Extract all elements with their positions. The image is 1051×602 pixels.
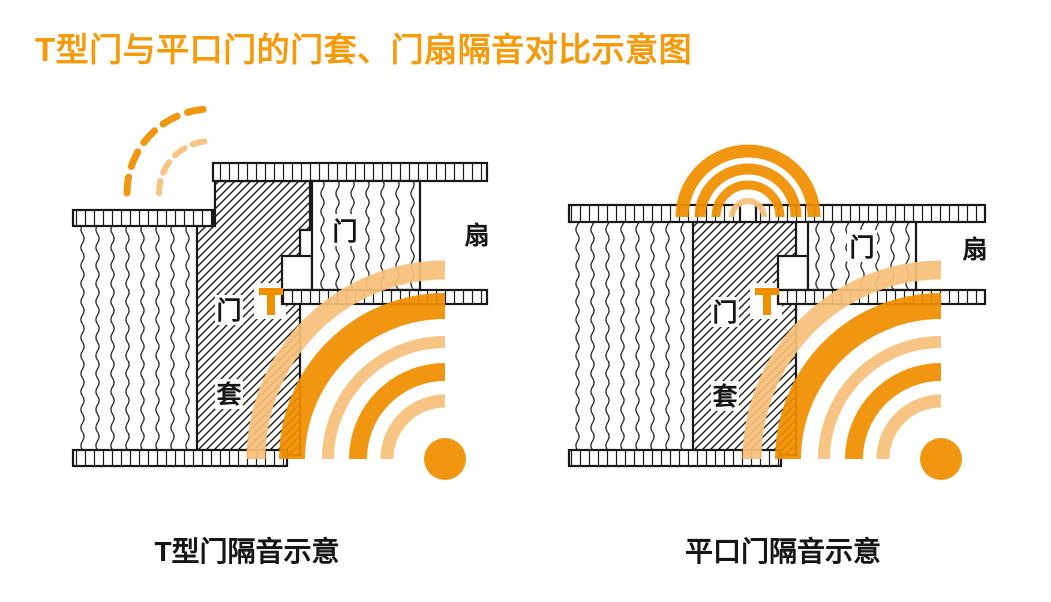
figure-labels: 门 扇 门 套 [711, 230, 988, 411]
sound-arc [246, 260, 446, 460]
label-box [847, 230, 877, 262]
transmitted-sound-arc [694, 163, 802, 218]
sound-waves [675, 144, 962, 480]
transmitted-sound-arc [729, 198, 767, 218]
t-door-figure: 门 扇 门 套 [71, 105, 490, 480]
door-leaf-step [776, 254, 810, 292]
label-box [215, 295, 243, 325]
sound-arc [349, 363, 446, 460]
page-title: T型门与平口门的门套、门扇隔音对比示意图 [35, 31, 693, 68]
sound-arc [775, 293, 942, 460]
frame-label-door: 门 [712, 298, 737, 327]
figure-caption-flush-door: 平口门隔音示意 [684, 536, 881, 567]
label-box [711, 381, 739, 411]
figure-labels: 门 扇 门 套 [215, 214, 490, 409]
attenuated-sound-arc [156, 138, 214, 196]
seal-strip [755, 288, 779, 315]
leaf-label-fan: 扇 [962, 235, 987, 264]
frame-label-door: 门 [216, 296, 241, 325]
door-leaf-step [280, 254, 314, 292]
leaf-label-door: 门 [332, 217, 357, 246]
label-box [215, 379, 243, 409]
leaf-label-door: 门 [849, 233, 874, 262]
door-leaf-bottom-board [776, 288, 987, 306]
wall-insulation [571, 222, 693, 450]
sound-arc [876, 394, 942, 460]
sound-waves [123, 105, 466, 480]
sound-arc [742, 260, 942, 460]
figure-caption-t-door: T型门隔音示意 [154, 536, 340, 567]
attenuated-sound-arc [123, 105, 215, 197]
frame-label-tao: 套 [215, 381, 242, 409]
wall-insulation [75, 226, 197, 450]
door-leaf-bottom-board [280, 288, 489, 306]
label-box [711, 297, 739, 327]
sound-arc [380, 394, 446, 460]
transmitted-sound-arc [711, 180, 785, 218]
frame-label-tao: 套 [711, 383, 738, 411]
sound-arc [845, 363, 942, 460]
sound-arc [322, 336, 446, 460]
label-box [330, 214, 360, 246]
sound-source-dot [920, 438, 962, 480]
door-top-board [211, 161, 489, 183]
transmitted-sound-arc [675, 144, 821, 218]
sound-arc [818, 336, 942, 460]
flush-door-figure: 门 扇 门 套 [567, 144, 988, 480]
sound-source-dot [424, 438, 466, 480]
wall-top-board [71, 208, 215, 228]
seal-strip [259, 288, 283, 315]
sound-arc [279, 293, 446, 460]
leaf-label-fan: 扇 [464, 221, 489, 250]
